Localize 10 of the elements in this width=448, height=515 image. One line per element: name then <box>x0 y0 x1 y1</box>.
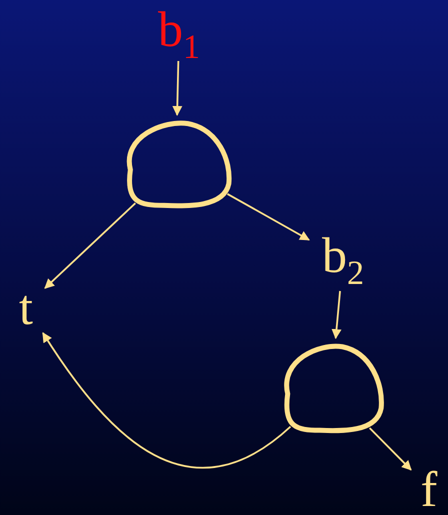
arrow <box>42 332 292 468</box>
arrow <box>226 193 310 241</box>
node-label: t <box>10 282 42 330</box>
node-label: b$_{1}$ <box>148 4 210 58</box>
arrow <box>332 290 342 340</box>
arrow <box>172 60 182 116</box>
node-label: f <box>414 464 444 512</box>
node-label: b$_{2}$ <box>312 230 374 288</box>
arrow <box>369 427 412 471</box>
arrow <box>44 202 136 289</box>
